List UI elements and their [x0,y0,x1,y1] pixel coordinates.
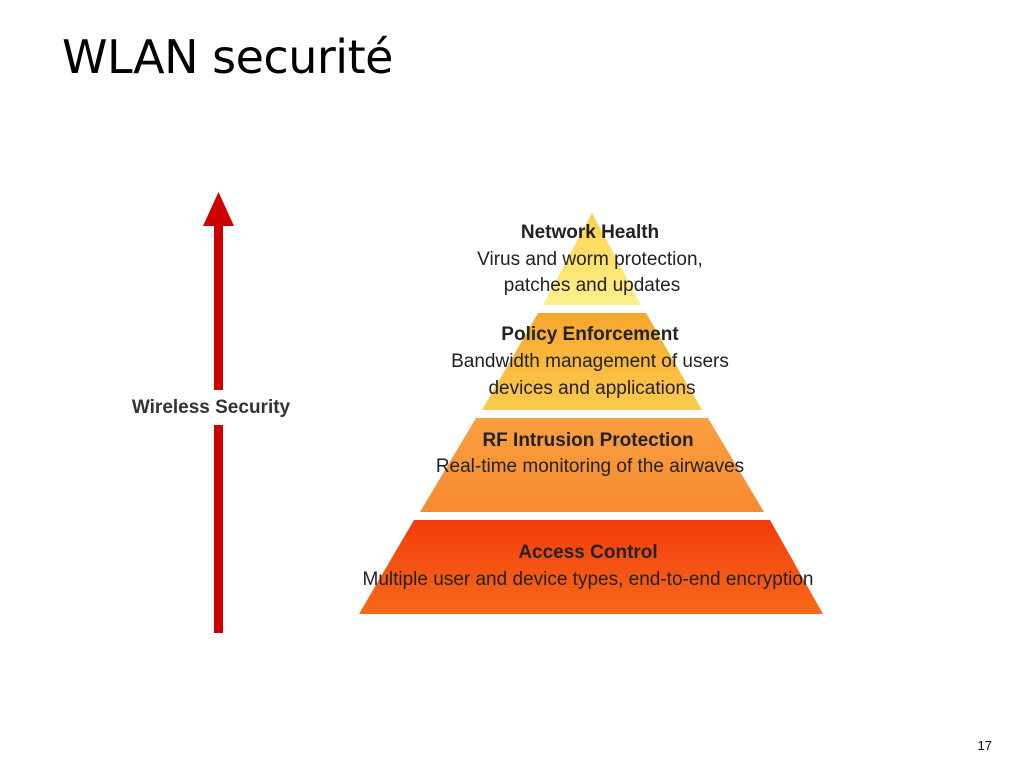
slide-title: WLAN securité [62,30,393,84]
arrow-shaft-upper [214,222,223,390]
level-title: Network Health [521,222,659,243]
pyramid-level-policy-enforcement [482,313,702,410]
axis-label: Wireless Security [132,397,291,418]
wireless-security-arrow [203,192,234,633]
arrow-shaft-lower [214,425,223,633]
level-description: Multiple user and device types, end-to-e… [363,569,814,590]
level-description: Bandwidth management of users [451,351,729,372]
level-description: devices and applications [488,378,695,399]
level-title: Access Control [518,542,657,563]
page-number: 17 [977,738,992,753]
level-description: Real-time monitoring of the airwaves [436,456,744,477]
level-title: Policy Enforcement [501,324,679,345]
level-description: Virus and worm protection, [477,249,703,270]
level-description: patches and updates [504,275,680,296]
pyramid-level-access-control [359,520,823,614]
pyramid-level-network-health [543,213,641,305]
level-title: RF Intrusion Protection [482,430,693,451]
arrow-head [203,192,234,226]
pyramid-level-rf-intrusion-protection [420,418,764,512]
